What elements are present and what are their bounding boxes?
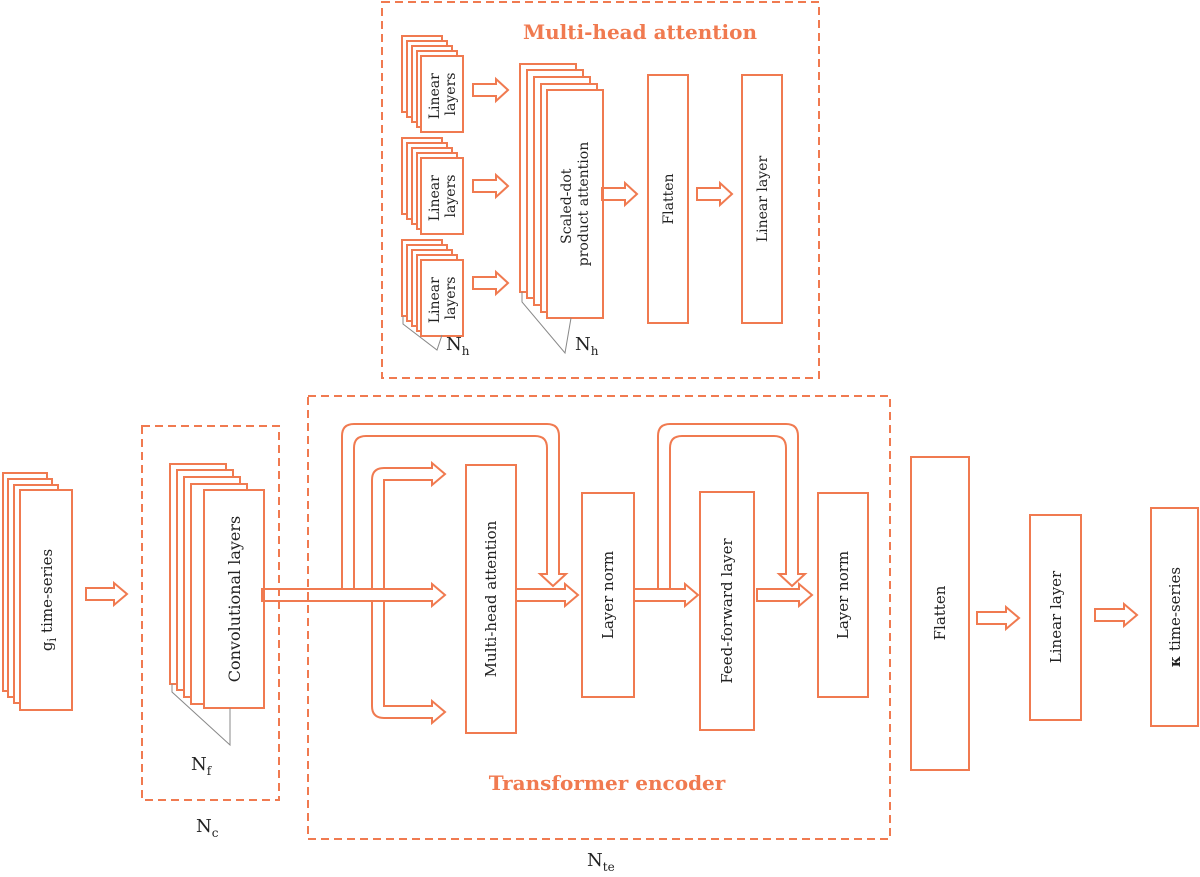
linear-layers-label-2: Linear layers bbox=[427, 171, 459, 222]
encoder-layer-norm-1-box bbox=[581, 492, 635, 698]
input-to-conv-arrow bbox=[85, 580, 129, 608]
input-stack bbox=[2, 472, 73, 711]
encoder-mha-box bbox=[465, 464, 517, 734]
norm-to-ffn-arrow bbox=[633, 581, 700, 609]
mha-flatten-label: Flatten bbox=[661, 173, 677, 224]
mha-linear-layer-label: Linear layer bbox=[755, 156, 771, 243]
output-linear-layer-box bbox=[1029, 514, 1082, 721]
ffn-to-norm-arrow bbox=[756, 581, 814, 609]
qkv-split-arrows bbox=[371, 460, 447, 726]
output-timeseries-label: κ time-series bbox=[1166, 567, 1184, 667]
nte-label: Nte bbox=[587, 850, 615, 874]
nh-bracket-linear bbox=[402, 316, 443, 351]
encoder-ffn-label: Feed-forward layer bbox=[718, 538, 736, 684]
conv-to-mha-arrow bbox=[261, 581, 447, 609]
nf-bracket-conv bbox=[171, 684, 231, 747]
output-flatten-box bbox=[910, 456, 970, 771]
multihead-attention-group bbox=[381, 1, 820, 379]
linear-layers-stack-2 bbox=[401, 137, 464, 235]
sdpa-to-flatten-arrow bbox=[601, 180, 639, 208]
conv-group bbox=[141, 425, 280, 801]
encoder-ffn-box bbox=[699, 491, 755, 731]
multihead-box-title: Multi-head attention bbox=[523, 20, 757, 44]
conv-label: Convolutional layers bbox=[225, 516, 244, 683]
mha-linear-layer-box bbox=[741, 74, 783, 324]
nh-label-sdpa: Nh bbox=[575, 334, 599, 358]
transformer-encoder-title: Transformer encoder bbox=[489, 771, 726, 795]
nh-bracket-sdpa bbox=[521, 292, 572, 355]
output-linear-label: Linear layer bbox=[1047, 570, 1065, 663]
sdpa-stack bbox=[519, 63, 604, 319]
encoder-layer-norm-2-box bbox=[817, 492, 869, 698]
linear-layers-label-1: Linear layers bbox=[427, 69, 459, 120]
encoder-layer-norm-2-label: Layer norm bbox=[834, 551, 852, 639]
linear-layers-stack-3 bbox=[401, 239, 464, 337]
nc-label: Nc bbox=[196, 816, 219, 840]
flatten-to-linear-arrow bbox=[696, 180, 734, 208]
encoder-layer-norm-1-label: Layer norm bbox=[599, 551, 617, 639]
flatten-to-linear-output-arrow bbox=[976, 604, 1021, 632]
linear-to-output-arrow bbox=[1094, 601, 1139, 629]
input-label: gi time-series bbox=[38, 549, 59, 651]
nf-label: Nf bbox=[191, 754, 213, 778]
linear-layers-label-3: Linear layers bbox=[427, 273, 459, 324]
nh-label-linear: Nh bbox=[446, 334, 470, 358]
encoder-mha-label: Multi-head attention bbox=[482, 520, 500, 677]
mha-to-norm-arrow bbox=[515, 581, 580, 609]
linear-to-sdpa-arrows bbox=[472, 76, 510, 297]
residual-arrow-2 bbox=[657, 423, 808, 589]
linear-layers-stack-1 bbox=[401, 35, 464, 133]
residual-arrow-1 bbox=[341, 423, 569, 589]
output-flatten-label: Flatten bbox=[931, 585, 949, 640]
conv-stack bbox=[169, 463, 265, 709]
mha-flatten-box bbox=[647, 74, 689, 324]
output-timeseries-box bbox=[1150, 507, 1199, 727]
sdpa-label: Scaled-dot product attention bbox=[559, 142, 592, 266]
transformer-encoder-group bbox=[307, 395, 891, 840]
